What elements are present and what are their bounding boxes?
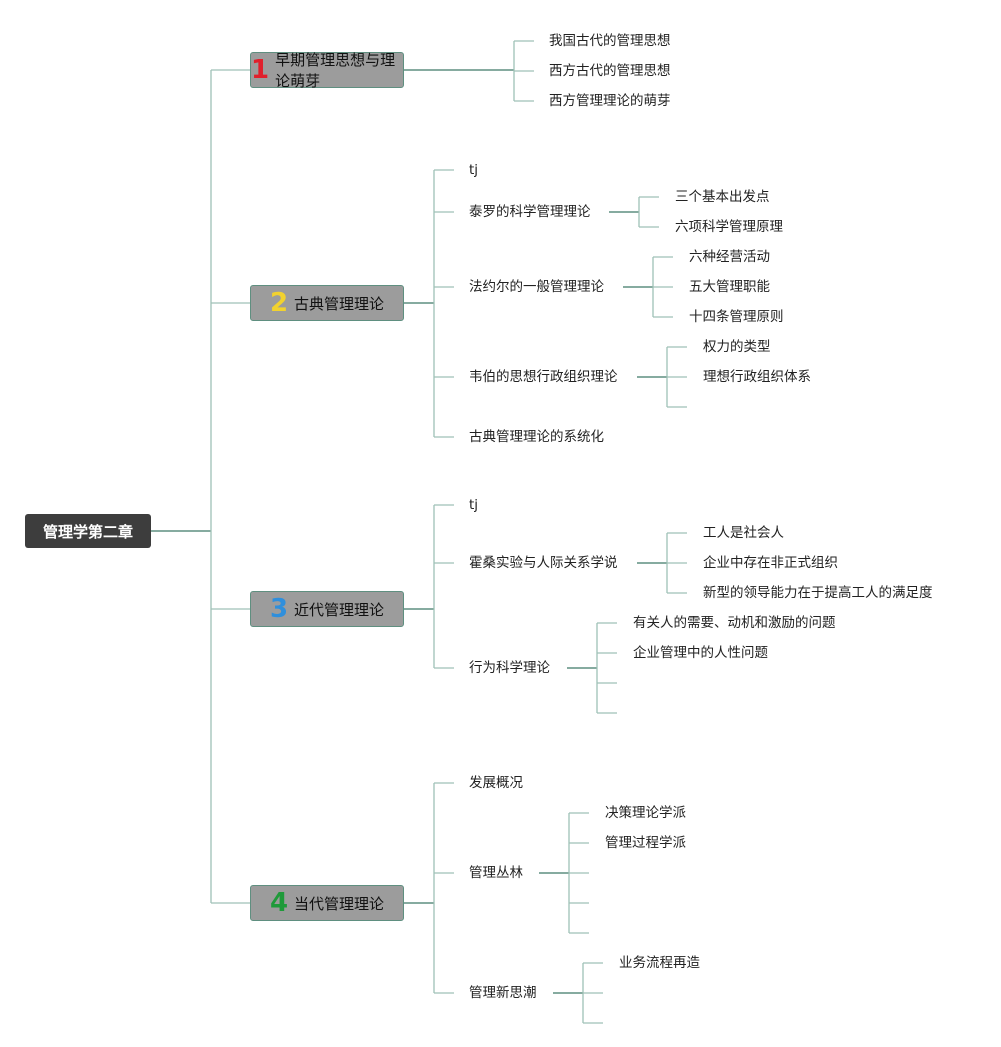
leaf-node[interactable]: 工人是社会人 [703,525,784,541]
leaf-node[interactable]: 企业管理中的人性问题 [633,645,768,661]
leaf-node[interactable]: 三个基本出发点 [675,189,770,205]
topic-label: 早期管理思想与理论萌芽 [275,51,396,90]
leaf-node[interactable]: 企业中存在非正式组织 [703,555,838,571]
leaf-node[interactable]: 管理过程学派 [605,835,686,851]
subtopic-node[interactable]: 泰罗的科学管理理论 [469,204,591,220]
topic-contemporary-management[interactable]: 4 当代管理理论 [250,885,404,921]
subtopic-node[interactable]: 管理新思潮 [469,985,537,1001]
topic-label: 近代管理理论 [294,600,385,619]
subtopic-node[interactable]: 管理丛林 [469,865,523,881]
leaf-node[interactable]: 权力的类型 [703,339,771,355]
topic-label: 古典管理理论 [294,294,385,313]
leaf-node[interactable]: 新型的领导能力在于提高工人的满足度 [703,585,933,601]
leaf-node[interactable]: 六项科学管理原理 [675,219,783,235]
topic-number-4: 4 [269,888,289,918]
leaf-node[interactable]: 决策理论学派 [605,805,686,821]
topic-label: 当代管理理论 [294,894,385,913]
leaf-node[interactable]: 西方管理理论的萌芽 [549,93,671,109]
subtopic-node[interactable]: 霍桑实验与人际关系学说 [469,555,618,571]
subtopic-node[interactable]: 发展概况 [469,775,523,791]
topic-number-2: 2 [269,288,289,318]
topic-number-3: 3 [269,594,289,624]
subtopic-node[interactable]: 韦伯的思想行政组织理论 [469,369,618,385]
topic-classical-management[interactable]: 2 古典管理理论 [250,285,404,321]
leaf-node[interactable]: 有关人的需要、动机和激励的问题 [633,615,836,631]
leaf-node[interactable]: 十四条管理原则 [689,309,784,325]
subtopic-node[interactable]: tj [469,497,479,513]
subtopic-node[interactable]: 法约尔的一般管理理论 [469,279,604,295]
subtopic-node[interactable]: 古典管理理论的系统化 [469,429,604,445]
leaf-node[interactable]: 我国古代的管理思想 [549,33,671,49]
root-node[interactable]: 管理学第二章 [25,514,151,548]
leaf-node[interactable]: 业务流程再造 [619,955,700,971]
topic-modern-management[interactable]: 3 近代管理理论 [250,591,404,627]
leaf-node[interactable]: 六种经营活动 [689,249,770,265]
leaf-node[interactable]: 五大管理职能 [689,279,770,295]
subtopic-node[interactable]: tj [469,162,479,178]
leaf-node[interactable]: 理想行政组织体系 [703,369,811,385]
topic-early-management[interactable]: 1 早期管理思想与理论萌芽 [250,51,404,90]
subtopic-node[interactable]: 行为科学理论 [469,660,550,676]
topic-number-1: 1 [251,55,270,85]
root-label: 管理学第二章 [42,522,133,541]
leaf-node[interactable]: 西方古代的管理思想 [549,63,671,79]
